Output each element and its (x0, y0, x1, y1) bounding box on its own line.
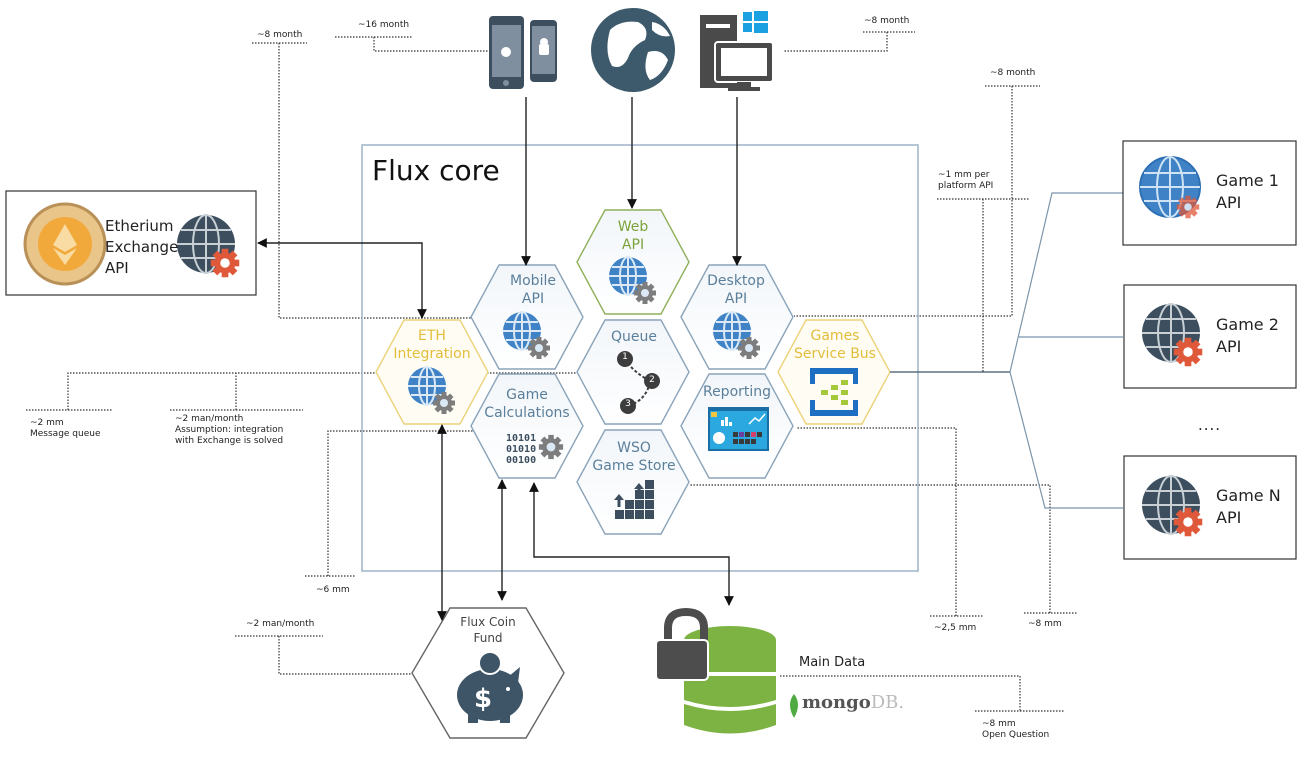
estimate-mobile: ~16 month (358, 20, 410, 30)
estimate-queue: ~2 mm Message queue (30, 418, 101, 439)
hex-reporting[interactable] (680, 373, 794, 479)
estimate-eth-exchange: ~8 month (257, 30, 303, 40)
desktop-windows-icon (700, 11, 774, 91)
queue-step-2: 2 (649, 375, 655, 385)
hex-web-api[interactable] (576, 209, 690, 315)
locked-database-icon (655, 607, 776, 734)
dashboard-icon (708, 407, 769, 451)
estimate-platform-api: ~1 mm per platform API (938, 170, 994, 191)
mongodb-leaf-icon (790, 694, 798, 718)
mongodb-logo: mongoDB. (802, 692, 905, 713)
arrow-eth-exchange (257, 238, 427, 319)
game-1-globe-gear-icon (1139, 156, 1201, 219)
game-calculations-label[interactable]: Game Calculations (484, 387, 570, 421)
estimate-main-data: ~8 mm Open Question (982, 719, 1050, 740)
globe-icon (591, 8, 675, 92)
queue-step-3: 3 (625, 399, 631, 409)
flux-coin-fund-label[interactable]: Flux Coin Fund (460, 615, 516, 645)
estimate-web: ~8 month (990, 68, 1036, 78)
flux-core-title: Flux core (372, 154, 500, 187)
web-api-label[interactable]: Web API (617, 219, 649, 253)
main-data-label[interactable]: Main Data (799, 655, 866, 670)
queue-step-1: 1 (622, 352, 628, 362)
hex-mobile-api[interactable] (470, 264, 584, 370)
estimate-eth-integration: ~2 man/month Assumption: integration wit… (175, 414, 284, 446)
estimate-reporting: ~2,5 mm (934, 623, 977, 633)
estimate-game-calculations: ~6 mm (316, 585, 350, 595)
binary-gear-icon (538, 434, 564, 460)
hex-queue[interactable] (576, 319, 690, 425)
binary-digits: 10101 01010 00100 (506, 433, 537, 466)
estimate-desktop: ~8 month (864, 16, 910, 26)
desktop-api-label[interactable]: Desktop API (707, 273, 765, 307)
arrow-calc-to-data (529, 482, 734, 606)
hex-flux-coin-fund[interactable]: $ (411, 607, 565, 739)
queue-label[interactable]: Queue (611, 329, 657, 345)
piggy-bank-icon: $ (457, 651, 523, 723)
hex-desktop-api[interactable] (680, 264, 794, 370)
more-games-ellipsis: .... (1198, 416, 1222, 434)
service-bus-icon (810, 368, 858, 416)
eth-exchange-label[interactable]: Etherium Exchange API (105, 217, 179, 277)
games-bus-connectors (890, 192, 1123, 509)
hex-game-calculations[interactable] (470, 373, 584, 479)
hex-eth-integration[interactable] (375, 319, 489, 425)
reporting-label[interactable]: Reporting (702, 384, 772, 400)
wso-game-store-label[interactable]: WSO Game Store (592, 440, 676, 474)
games-service-bus-label[interactable]: Games Service Bus (794, 328, 876, 362)
queue-steps-icon (617, 351, 660, 414)
estimate-wso-game-store: ~8 mm (1028, 619, 1062, 629)
mobile-api-label[interactable]: Mobile API (510, 273, 556, 307)
dollar-sign-icon: $ (474, 684, 492, 714)
game-n-api-label[interactable]: Game N API (1216, 486, 1281, 527)
game-2-api-label[interactable]: Game 2 API (1216, 315, 1279, 356)
estimate-flux-coin-fund: ~2 man/month (246, 619, 315, 629)
service-hexes: $ (375, 209, 891, 739)
game-1-api-label[interactable]: Game 1 API (1216, 171, 1279, 212)
arrows (257, 97, 742, 621)
mobile-devices-icon (489, 16, 557, 89)
eth-integration-label[interactable]: ETH Integration (393, 328, 471, 362)
smart-contract-ethereum-icon (23, 202, 107, 286)
